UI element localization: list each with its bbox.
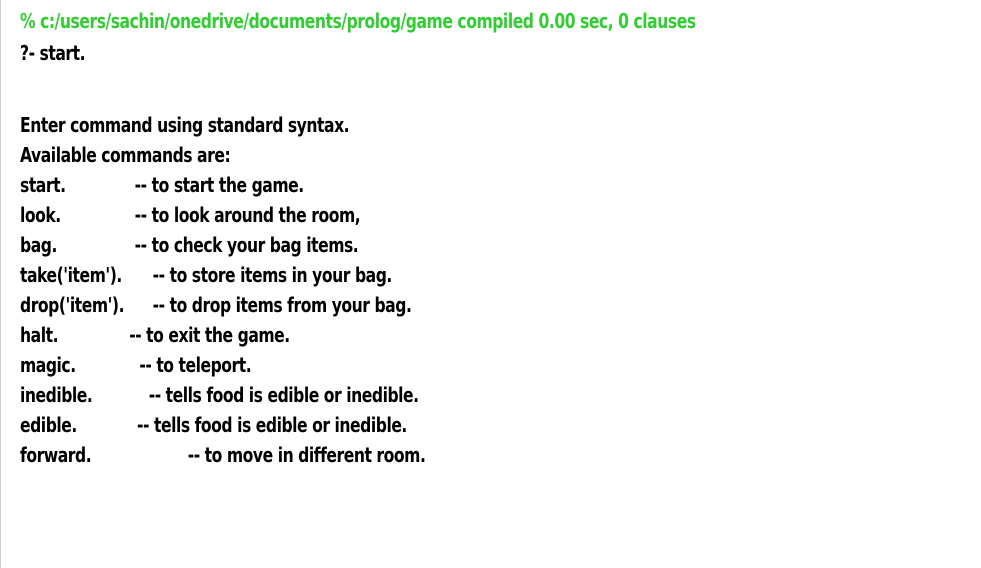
command-name: halt. [20,323,59,347]
intro-line-1: Enter command using standard syntax. [20,113,350,137]
command-row-forward: forward. -- to move in different room. [20,440,426,470]
command-description: -- to move in different room. [187,443,426,467]
command-row-halt: halt. -- to exit the game. [20,320,290,350]
command-row-drop: drop('item'). -- to drop items from your … [20,290,412,320]
command-name: edible. [20,413,77,437]
compile-message: % c:/users/sachin/onedrive/documents/pro… [20,9,696,33]
command-row-edible: edible. -- tells food is edible or inedib… [20,410,407,440]
command-name: look. [20,203,61,227]
command-name: drop('item'). [20,293,125,317]
command-description: -- to look around the room, [134,203,361,227]
command-row-take: take('item'). -- to store items in your b… [20,260,392,290]
command-description: -- tells food is edible or inedible. [148,383,419,407]
command-description: -- tells food is edible or inedible. [137,413,407,437]
intro-line-2: Available commands are: [20,143,231,167]
query-prompt: ?- start. [20,41,86,65]
command-row-inedible: inedible. -- tells food is edible or ined… [20,380,419,410]
command-name: bag. [20,233,57,257]
command-description: -- to drop items from your bag. [152,293,412,317]
command-row-bag: bag. -- to check your bag items. [20,230,359,260]
command-name: start. [20,173,66,197]
command-description: -- to start the game. [134,173,305,197]
command-name: inedible. [20,383,93,407]
command-description: -- to exit the game. [129,323,290,347]
command-description: -- to teleport. [139,353,252,377]
command-name: forward. [20,443,92,467]
command-name: magic. [20,353,76,377]
command-name: take('item'). [20,263,122,287]
command-row-magic: magic. -- to teleport. [20,350,252,380]
command-row-start: start. -- to start the game. [20,170,304,200]
command-description: -- to check your bag items. [134,233,359,257]
command-row-look: look. -- to look around the room, [20,200,361,230]
command-description: -- to store items in your bag. [152,263,393,287]
